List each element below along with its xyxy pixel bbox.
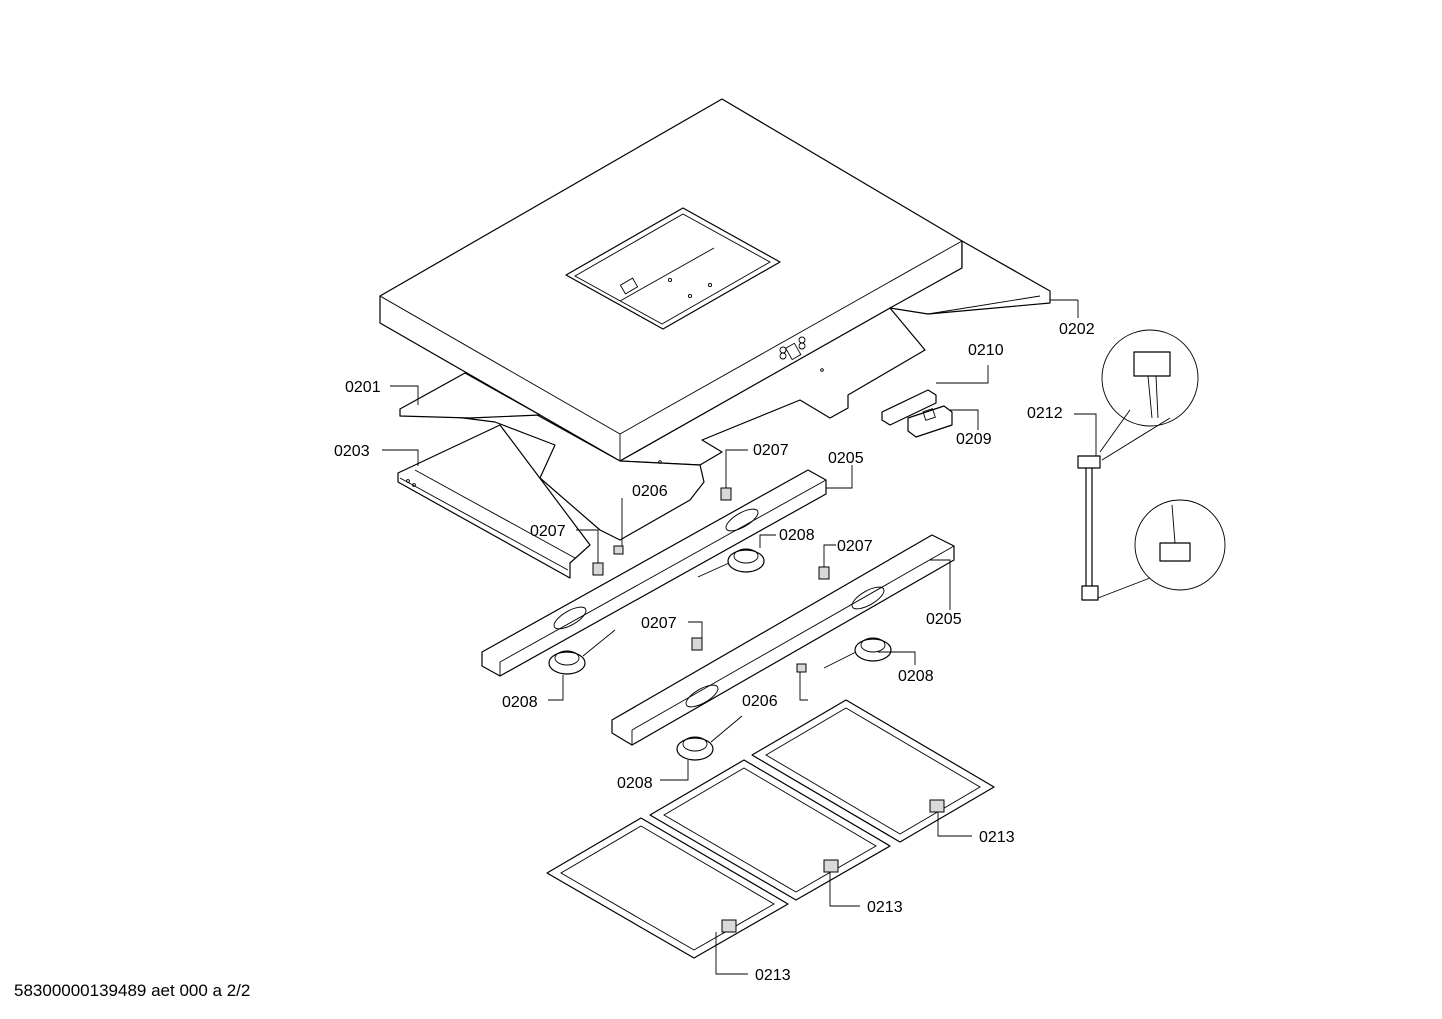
callout-0206-upper: 0206 xyxy=(632,483,668,500)
callout-0213-a: 0213 xyxy=(979,829,1015,846)
callout-0208-c: 0208 xyxy=(898,668,934,685)
callout-0213-b: 0213 xyxy=(867,899,903,916)
fan-motor-0208-d xyxy=(676,715,743,761)
side-rail-0202 xyxy=(889,240,1051,315)
callout-0210: 0210 xyxy=(968,342,1004,359)
callout-0202: 0202 xyxy=(1059,321,1095,338)
switch-module-0209 xyxy=(907,405,953,438)
callout-0212: 0212 xyxy=(1027,405,1063,422)
side-plate-0201 xyxy=(399,372,541,419)
fan-motor-0208-b xyxy=(548,629,616,675)
callout-0205-upper: 0205 xyxy=(828,450,864,467)
callout-0208-a: 0208 xyxy=(779,527,815,544)
callout-0205-lower: 0205 xyxy=(926,611,962,628)
fan-bar-upper-0205 xyxy=(481,469,827,677)
fan-motor-0208-c xyxy=(823,637,892,669)
grease-filter-0213-b xyxy=(649,759,891,901)
callout-labels: 0201 0202 0203 0205 0205 0206 0206 0207 … xyxy=(334,321,1095,984)
callout-0203: 0203 xyxy=(334,443,370,460)
hood-housing xyxy=(379,98,963,462)
grease-filter-0213-a xyxy=(751,699,995,843)
cable-harness-0212 xyxy=(1077,329,1226,601)
control-module-0210 xyxy=(881,389,937,426)
leader-lines xyxy=(382,299,1097,975)
callout-0207-d: 0207 xyxy=(641,615,677,632)
grease-filter-0213-c xyxy=(546,817,789,959)
control-panel-symbols xyxy=(779,336,806,361)
callout-0209: 0209 xyxy=(956,431,992,448)
callout-0213-c: 0213 xyxy=(755,967,791,984)
callout-0207-a: 0207 xyxy=(753,442,789,459)
side-rail-0203 xyxy=(397,424,591,579)
callout-0207-b: 0207 xyxy=(530,523,566,540)
callout-0201: 0201 xyxy=(345,379,381,396)
fan-bar-lower-0205 xyxy=(611,534,955,746)
callout-0207-c: 0207 xyxy=(837,538,873,555)
callout-0208-d: 0208 xyxy=(617,775,653,792)
fan-motor-0208-a xyxy=(697,548,765,578)
clip-parts xyxy=(592,487,830,673)
callout-0206-lower: 0206 xyxy=(742,693,778,710)
callout-0208-b: 0208 xyxy=(502,694,538,711)
document-code: 58300000139489 aet 000 a 2/2 xyxy=(14,981,251,1000)
